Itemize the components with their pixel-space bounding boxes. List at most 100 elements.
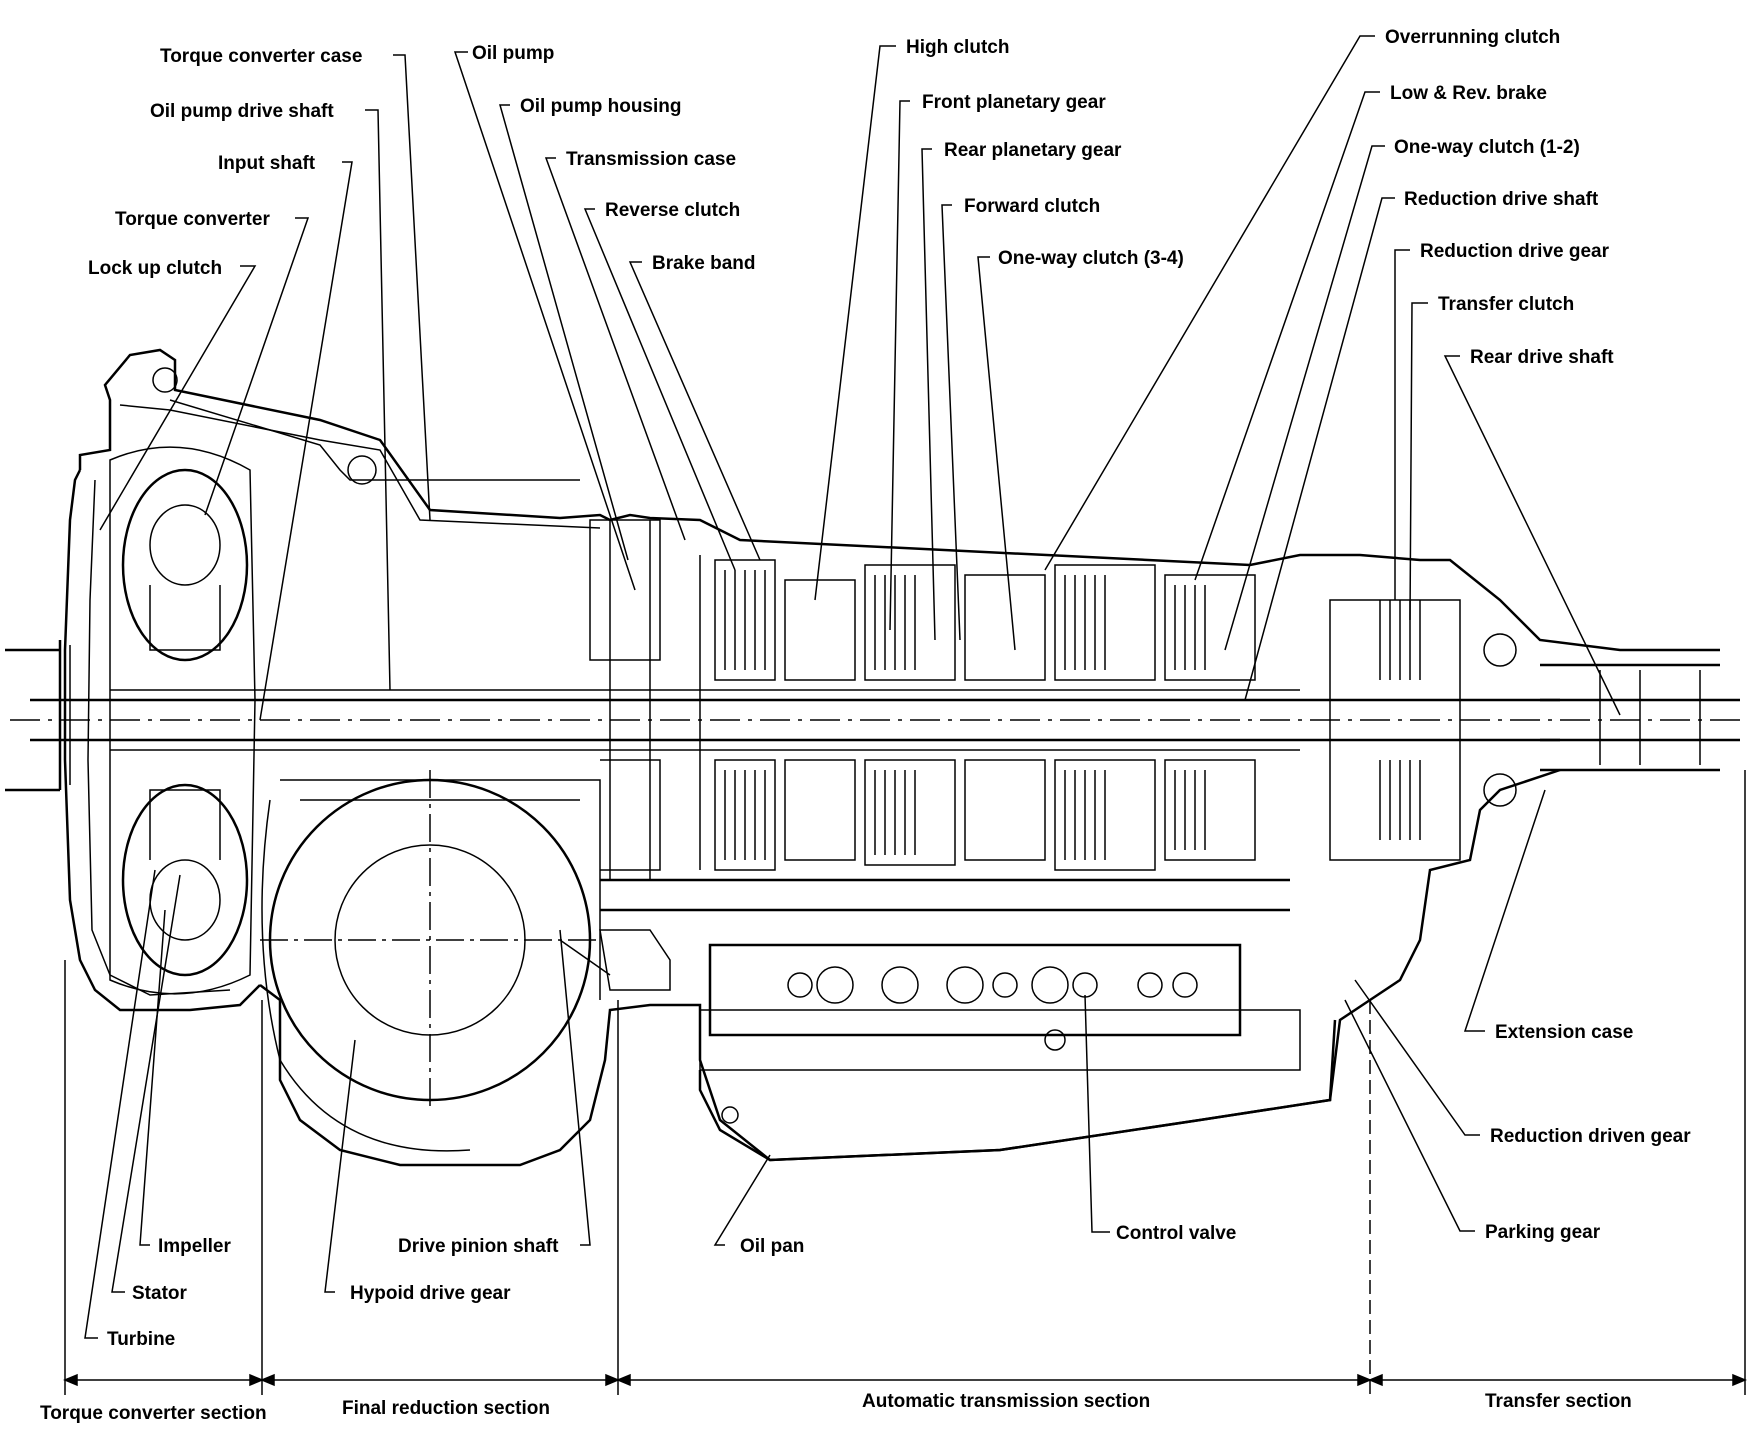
- bellhousing-rib: [169, 399, 580, 481]
- leader-lock-up-clutch: [99, 265, 257, 531]
- clutch-packs-lower: [714, 759, 1256, 871]
- converter-shell: [109, 446, 256, 995]
- converter-inner-face: [87, 479, 231, 996]
- leader-forward-clutch: [941, 204, 961, 641]
- label-oil-pump-housing: Oil pump housing: [520, 96, 681, 117]
- label-torque-converter-case: Torque converter case: [160, 46, 362, 67]
- section-automatic-transmission: Automatic transmission section: [862, 1391, 1150, 1412]
- callout-labels: Torque converter case Oil pump drive sha…: [88, 27, 1691, 1350]
- label-low-rev-brake: Low & Rev. brake: [1390, 83, 1547, 104]
- input-stub: [5, 648, 60, 792]
- label-oil-pump-drive-shaft: Oil pump drive shaft: [150, 101, 334, 122]
- leader-oil-pump-drive-shaft: [365, 109, 391, 691]
- transfer-bearing-lower: [1483, 773, 1517, 807]
- clutch-packs-upper: [714, 559, 1256, 681]
- leader-transfer-clutch: [1409, 302, 1428, 621]
- transmission-drawing: [5, 348, 1740, 1167]
- label-oil-pump: Oil pump: [472, 43, 554, 64]
- label-one-way-clutch-3-4: One-way clutch (3-4): [998, 248, 1184, 269]
- main-shaft-inner: [110, 689, 1300, 751]
- section-final-reduction: Final reduction section: [342, 1398, 550, 1419]
- leader-brake-band: [628, 261, 761, 561]
- label-drive-pinion-shaft: Drive pinion shaft: [398, 1236, 559, 1257]
- leader-reduction-driven-gear: [1354, 979, 1480, 1136]
- leader-torque-converter: [204, 217, 310, 516]
- section-dimension-bar: [63, 770, 1747, 1395]
- label-oil-pan: Oil pan: [740, 1236, 804, 1257]
- hypoid-gear-crosshair: [260, 770, 600, 1110]
- section-transfer: Transfer section: [1485, 1391, 1632, 1412]
- oil-pan: [698, 1019, 1337, 1162]
- leader-parking-gear: [1344, 999, 1475, 1232]
- drive-pinion-gear: [559, 929, 671, 991]
- leader-rear-planetary-gear: [921, 148, 936, 641]
- label-lock-up-clutch: Lock up clutch: [88, 258, 222, 279]
- label-extension-case: Extension case: [1495, 1022, 1633, 1043]
- oil-pan-drain: [721, 1106, 739, 1124]
- transmission-case-body: [609, 520, 701, 880]
- leader-input-shaft: [259, 161, 353, 721]
- label-parking-gear: Parking gear: [1485, 1222, 1601, 1243]
- leader-one-way-clutch-1-2: [1224, 145, 1385, 651]
- leader-drive-pinion-shaft: [559, 929, 591, 1246]
- leader-extension-case: [1463, 789, 1546, 1032]
- torque-converter-torus-lower: [121, 783, 249, 977]
- leader-lines: [84, 35, 1621, 1339]
- label-overrunning-clutch: Overrunning clutch: [1385, 27, 1560, 48]
- housing-upper-outline: [78, 348, 1720, 652]
- label-impeller: Impeller: [158, 1236, 231, 1257]
- torque-converter-torus-upper: [121, 468, 249, 662]
- leader-high-clutch: [814, 45, 896, 601]
- label-high-clutch: High clutch: [906, 37, 1009, 58]
- label-hypoid-drive-gear: Hypoid drive gear: [350, 1283, 511, 1304]
- leader-reverse-clutch: [583, 208, 736, 571]
- leader-reduction-drive-gear: [1394, 249, 1410, 600]
- label-rear-drive-shaft: Rear drive shaft: [1470, 347, 1614, 368]
- label-one-way-clutch-1-2: One-way clutch (1-2): [1394, 137, 1580, 158]
- hypoid-gear-rim: [261, 799, 471, 1152]
- section-labels: Torque converter section Final reduction…: [40, 1391, 1632, 1424]
- turbine-blade-lower: [149, 789, 221, 860]
- section-arrows: [63, 1373, 1747, 1387]
- transfer-housing: [1329, 599, 1461, 861]
- label-input-shaft: Input shaft: [218, 153, 316, 174]
- final-reduction-housing: [280, 779, 601, 1000]
- transfer-bearing-upper: [1483, 633, 1517, 667]
- label-reverse-clutch: Reverse clutch: [605, 200, 740, 221]
- label-control-valve: Control valve: [1116, 1223, 1236, 1244]
- label-transfer-clutch: Transfer clutch: [1438, 294, 1574, 315]
- oil-pump-housing: [589, 519, 661, 871]
- label-reduction-drive-gear: Reduction drive gear: [1420, 241, 1610, 262]
- drive-pinion-shaft: [600, 878, 1290, 912]
- label-reduction-drive-shaft: Reduction drive shaft: [1404, 189, 1599, 210]
- label-rear-planetary-gear: Rear planetary gear: [944, 140, 1122, 161]
- leader-rear-drive-shaft: [1443, 355, 1621, 716]
- housing-bolt-mid: [347, 455, 377, 485]
- housing-lower-outline: [259, 768, 1561, 1167]
- converter-front-face: [63, 469, 261, 1012]
- section-torque-converter: Torque converter section: [40, 1403, 267, 1424]
- leader-oil-pump-housing: [499, 104, 629, 561]
- leader-stator: [111, 874, 181, 1293]
- leader-transmission-case: [544, 157, 686, 541]
- leader-one-way-clutch-3-4: [977, 256, 1016, 651]
- main-shaft: [30, 698, 1560, 742]
- torque-converter-core-lower: [149, 859, 221, 941]
- label-torque-converter: Torque converter: [115, 209, 270, 230]
- torque-converter-core-upper: [149, 504, 221, 586]
- leader-hypoid-drive-gear: [324, 1039, 356, 1293]
- rear-output-splines: [1599, 670, 1701, 765]
- transfer-clutch-pack: [1379, 600, 1421, 840]
- label-brake-band: Brake band: [652, 253, 755, 274]
- housing-upper-inner: [119, 404, 601, 529]
- leader-oil-pan: [713, 1154, 771, 1246]
- leader-overrunning-clutch: [1044, 35, 1375, 571]
- leader-control-valve: [1084, 994, 1110, 1233]
- leader-torque-converter-case: [393, 54, 431, 521]
- turbine-blade-upper: [149, 585, 221, 651]
- label-reduction-driven-gear: Reduction driven gear: [1490, 1126, 1691, 1147]
- leader-front-planetary-gear: [889, 100, 910, 631]
- leader-oil-pump: [453, 51, 636, 591]
- label-transmission-case: Transmission case: [566, 149, 736, 170]
